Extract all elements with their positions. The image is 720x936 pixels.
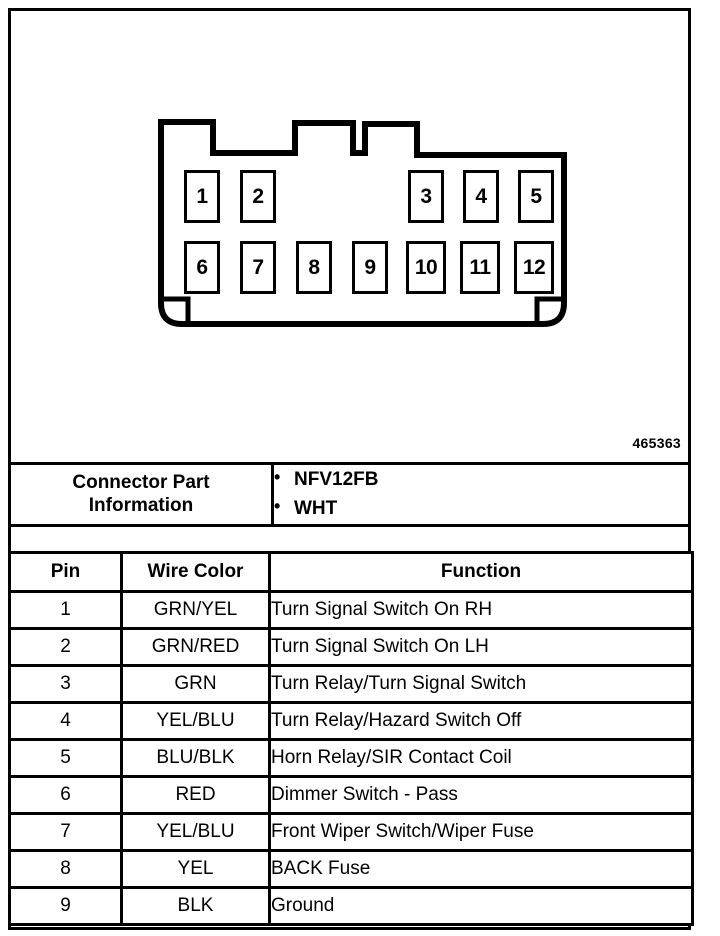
table-row: 4 YEL/BLU Turn Relay/Hazard Switch Off <box>8 701 694 741</box>
pin-box-12: 12 <box>514 241 554 294</box>
cell-function: Front Wiper Switch/Wiper Fuse <box>268 812 694 852</box>
info-label-line2: Information <box>88 495 194 517</box>
cell-wire-color: YEL <box>120 849 271 889</box>
cell-pin: 3 <box>8 664 123 704</box>
pin-box-5: 5 <box>518 170 554 223</box>
table-header-row: Pin Wire Color Function <box>8 551 694 593</box>
info-label-line1: Connector Part <box>72 472 210 494</box>
table-row: 9 BLK Ground <box>8 886 694 926</box>
connector-part-bullet-list: NFV12FB WHT <box>274 464 688 524</box>
cell-function: Turn Signal Switch On RH <box>268 590 694 630</box>
cell-wire-color: BLU/BLK <box>120 738 271 778</box>
cell-function: Turn Signal Switch On LH <box>268 627 694 667</box>
pin-box-6: 6 <box>184 241 220 294</box>
list-item: NFV12FB <box>274 464 688 494</box>
connector-part-information-table: Connector Part Information NFV12FB WHT <box>8 462 691 527</box>
pin-function-table: Pin Wire Color Function 1 GRN/YEL Turn S… <box>8 551 694 926</box>
cell-wire-color: GRN <box>120 664 271 704</box>
cell-pin: 4 <box>8 701 123 741</box>
table-row: Connector Part Information NFV12FB WHT <box>8 462 691 527</box>
cell-wire-color: RED <box>120 775 271 815</box>
cell-wire-color: GRN/YEL <box>120 590 271 630</box>
pin-box-1: 1 <box>184 170 220 223</box>
table-row: 6 RED Dimmer Switch - Pass <box>8 775 694 815</box>
cell-function: Horn Relay/SIR Contact Coil <box>268 738 694 778</box>
connector-part-information-label: Connector Part Information <box>8 462 274 527</box>
column-header-function: Function <box>268 551 694 593</box>
cell-function: Turn Relay/Hazard Switch Off <box>268 701 694 741</box>
column-header-pin: Pin <box>8 551 123 593</box>
pin-box-7: 7 <box>240 241 276 294</box>
cell-pin: 2 <box>8 627 123 667</box>
pin-box-3: 3 <box>408 170 444 223</box>
table-row: 7 YEL/BLU Front Wiper Switch/Wiper Fuse <box>8 812 694 852</box>
cell-pin: 1 <box>8 590 123 630</box>
cell-pin: 6 <box>8 775 123 815</box>
pin-box-9: 9 <box>352 241 388 294</box>
table-row: 3 GRN Turn Relay/Turn Signal Switch <box>8 664 694 704</box>
pin-box-4: 4 <box>463 170 499 223</box>
cell-function: Turn Relay/Turn Signal Switch <box>268 664 694 704</box>
pin-box-2: 2 <box>240 170 276 223</box>
connector-part-information-values: NFV12FB WHT <box>271 462 691 527</box>
cell-wire-color: YEL/BLU <box>120 812 271 852</box>
connector-outline-icon <box>158 119 567 327</box>
connector-diagram: 1 2 3 4 5 6 7 8 9 10 11 12 465363 <box>8 8 691 460</box>
cell-wire-color: GRN/RED <box>120 627 271 667</box>
table-row: 8 YEL BACK Fuse <box>8 849 694 889</box>
list-item: WHT <box>274 493 688 523</box>
cell-function: Ground <box>268 886 694 926</box>
part-number-label: 465363 <box>632 435 681 451</box>
cell-pin: 5 <box>8 738 123 778</box>
cell-wire-color: YEL/BLU <box>120 701 271 741</box>
cell-function: BACK Fuse <box>268 849 694 889</box>
pin-box-11: 11 <box>460 241 500 294</box>
cell-pin: 7 <box>8 812 123 852</box>
column-header-wire-color: Wire Color <box>120 551 271 593</box>
table-row: 1 GRN/YEL Turn Signal Switch On RH <box>8 590 694 630</box>
pin-box-10: 10 <box>406 241 446 294</box>
table-row: 5 BLU/BLK Horn Relay/SIR Contact Coil <box>8 738 694 778</box>
cell-pin: 8 <box>8 849 123 889</box>
cell-pin: 9 <box>8 886 123 926</box>
cell-wire-color: BLK <box>120 886 271 926</box>
table-row: 2 GRN/RED Turn Signal Switch On LH <box>8 627 694 667</box>
pin-box-8: 8 <box>296 241 332 294</box>
cell-function: Dimmer Switch - Pass <box>268 775 694 815</box>
